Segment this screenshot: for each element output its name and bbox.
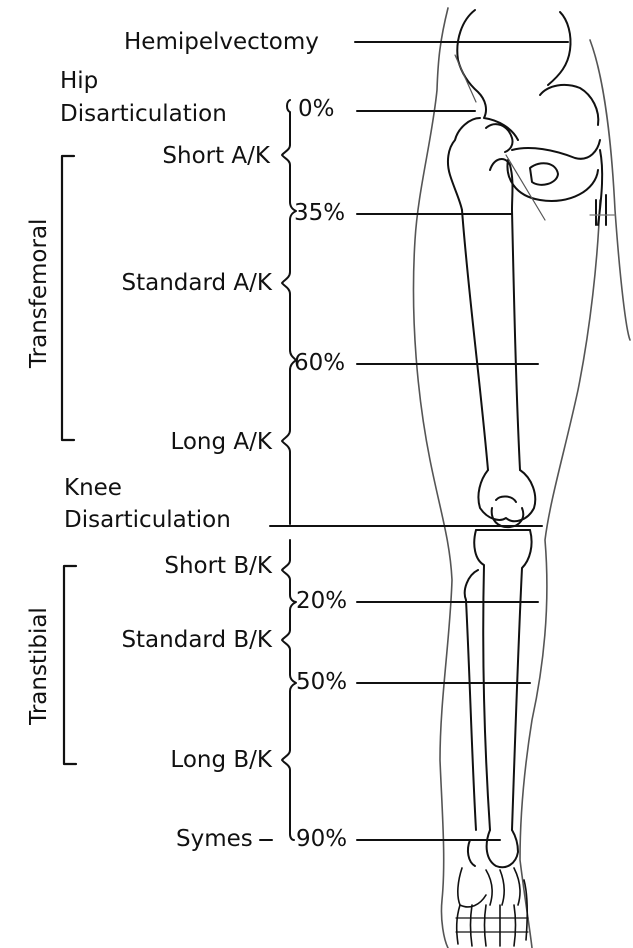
group-label-transfemoral: Transfemoral [26, 228, 52, 368]
level-label-short-ak: Short A/K [100, 143, 270, 169]
percent-label-60: 60% [294, 350, 345, 376]
percent-label-90: 90% [296, 826, 347, 852]
level-label-hemipelvectomy: Hemipelvectomy [124, 29, 319, 55]
patella-bone [492, 508, 524, 527]
level-label-standard-bk: Standard B/K [60, 627, 272, 653]
group-label-transtibial: Transtibial [26, 603, 52, 729]
group-brackets [62, 156, 76, 764]
level-label-symes: Symes [176, 826, 253, 852]
percent-label-50: 50% [296, 669, 347, 695]
level-label-knee-disarticulation: Disarticulation [64, 507, 231, 533]
level-label-hip-disarticulation: Disarticulation [60, 101, 227, 127]
percent-label-0: 0% [298, 96, 335, 122]
level-label-long-ak: Long A/K [100, 429, 272, 455]
level-label-standard-ak: Standard A/K [60, 270, 272, 296]
level-label-knee: Knee [64, 475, 122, 501]
percent-label-20: 20% [296, 588, 347, 614]
foot-bones [456, 868, 528, 946]
percent-label-35: 35% [294, 200, 345, 226]
level-label-short-bk: Short B/K [100, 553, 272, 579]
level-label-long-bk: Long B/K [100, 747, 272, 773]
level-label-hip: Hip [60, 68, 98, 94]
femur-bone [448, 118, 535, 521]
leader-lines [260, 42, 568, 840]
